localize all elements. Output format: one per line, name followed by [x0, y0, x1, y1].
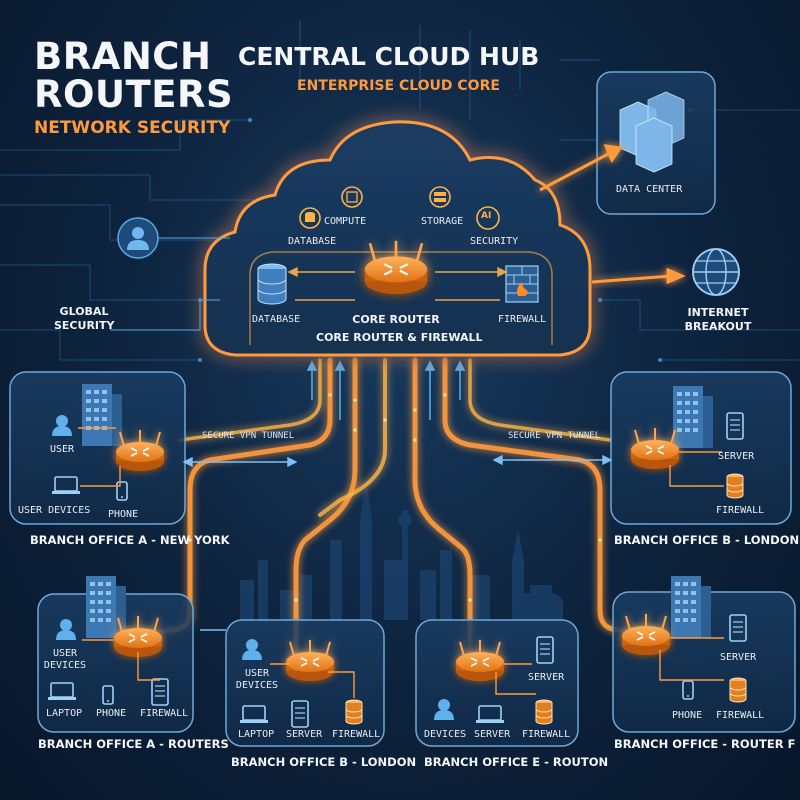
compute-icon — [341, 186, 363, 208]
vpn-tunnel-left-label: SECURE VPN TUNNEL — [202, 431, 295, 441]
global-security-line1: GLOBAL — [59, 305, 109, 318]
arrow-to-data-center — [539, 144, 623, 192]
hub-title: CENTRAL CLOUD HUB — [238, 42, 540, 71]
branch-b-top-firewall-label: FIREWALL — [716, 505, 765, 516]
branch-b-bottom-firewall-label: FIREWALL — [332, 729, 381, 740]
global-security-user-icon — [117, 217, 159, 259]
branch-a-routers-devices-line1: USER — [52, 648, 78, 659]
core-router-firewall-label: CORE ROUTER & FIREWALL — [316, 331, 483, 344]
main-title-line2: ROUTERS — [34, 73, 234, 116]
database-top-label: DATABASE — [288, 236, 337, 247]
cloud-database-label: DATABASE — [252, 314, 301, 325]
hub-subtitle: ENTERPRISE CLOUD CORE — [297, 78, 500, 94]
branch-b-london-top-panel — [610, 371, 792, 525]
branch-b-top-caption: BRANCH OFFICE B - LONDON — [614, 533, 800, 547]
compute-label: COMPUTE — [324, 216, 367, 227]
ai-badge: AI — [481, 211, 492, 221]
branch-b-bottom-laptop-label: LAPTOP — [238, 729, 275, 740]
branch-f-phone-label: PHONE — [672, 710, 703, 721]
branch-a-ny-phone-label: PHONE — [108, 509, 139, 520]
data-center-icon — [619, 91, 685, 173]
tunnel-arrows — [182, 454, 613, 631]
branch-f-server-label: SERVER — [720, 652, 757, 663]
internet-label-line2: BREAKOUT — [684, 320, 752, 333]
internet-label-line1: INTERNET — [687, 306, 749, 319]
storage-label: STORAGE — [421, 216, 464, 227]
branch-a-ny-caption: BRANCH OFFICE A - NEW YORK — [30, 533, 230, 547]
branch-b-bottom-devices-line2: DEVICES — [235, 680, 279, 691]
core-router-label: CORE ROUTER — [352, 313, 440, 326]
branch-e-caption: BRANCH OFFICE E - ROUTON — [424, 755, 609, 769]
cloud-firewall-icon — [505, 265, 539, 303]
branch-e-firewall-label: FIREWALL — [522, 729, 571, 740]
cloud-database-icon — [257, 263, 287, 305]
central-cloud — [203, 120, 592, 357]
main-subtitle: NETWORK SECURITY — [34, 118, 231, 138]
tunnel-light-dots — [188, 393, 602, 602]
branch-a-routers-laptop-label: LAPTOP — [46, 708, 83, 719]
security-label: SECURITY — [470, 236, 519, 247]
blue-uplinks — [306, 360, 466, 420]
branch-a-ny-devices-label: USER DEVICES — [18, 505, 91, 516]
branch-e-devices-label: DEVICES — [424, 729, 467, 740]
global-security-line2: SECURITY — [54, 319, 115, 332]
branch-b-bottom-devices-line1: USER — [244, 668, 270, 679]
branch-a-routers-firewall-label: FIREWALL — [140, 708, 189, 719]
branch-a-ny-panel — [9, 371, 186, 525]
branch-a-routers-caption: BRANCH OFFICE A - ROUTERS — [38, 737, 229, 751]
cloud-firewall-label: FIREWALL — [498, 314, 547, 325]
branch-e-server-label: SERVER — [474, 729, 511, 740]
data-center-label: DATA CENTER — [616, 184, 683, 195]
branch-b-bottom-server-label: SERVER — [286, 729, 323, 740]
branch-a-ny-user-label: USER — [50, 444, 75, 455]
main-title-line1: BRANCH — [34, 35, 212, 78]
branch-f-caption: BRANCH OFFICE - ROUTER F — [614, 737, 796, 751]
branch-b-top-server-label: SERVER — [718, 451, 755, 462]
vpn-tunnel-right-label: SECURE VPN TUNNEL — [508, 431, 601, 441]
globe-icon — [692, 248, 740, 296]
storage-icon — [429, 186, 451, 208]
cloud-internal-arrows — [287, 266, 508, 301]
city-skyline — [240, 480, 563, 620]
branch-f-firewall-label: FIREWALL — [716, 710, 765, 721]
branch-b-bottom-caption: BRANCH OFFICE B - LONDON — [231, 755, 417, 769]
branch-e-server-top-label: SERVER — [528, 672, 565, 683]
branch-a-routers-devices-line2: DEVICES — [43, 660, 87, 671]
arrow-to-internet — [591, 267, 686, 285]
database-small-icon — [299, 207, 321, 229]
ai-security-icon — [476, 206, 500, 230]
branch-a-routers-phone-label: PHONE — [96, 708, 127, 719]
